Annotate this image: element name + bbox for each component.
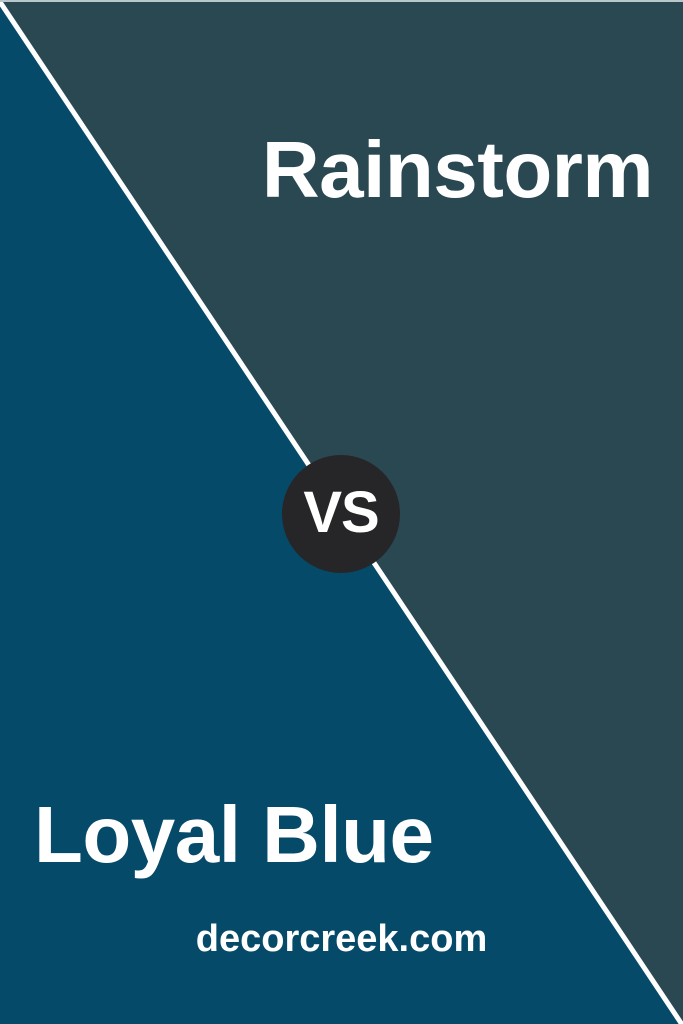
versus-badge-label: VS [303,480,379,545]
bottom-color-name: Loyal Blue [34,790,434,879]
versus-badge: VS [282,455,400,573]
top-color-name: Rainstorm [261,125,654,214]
site-url-watermark: decorcreek.com [195,918,488,960]
